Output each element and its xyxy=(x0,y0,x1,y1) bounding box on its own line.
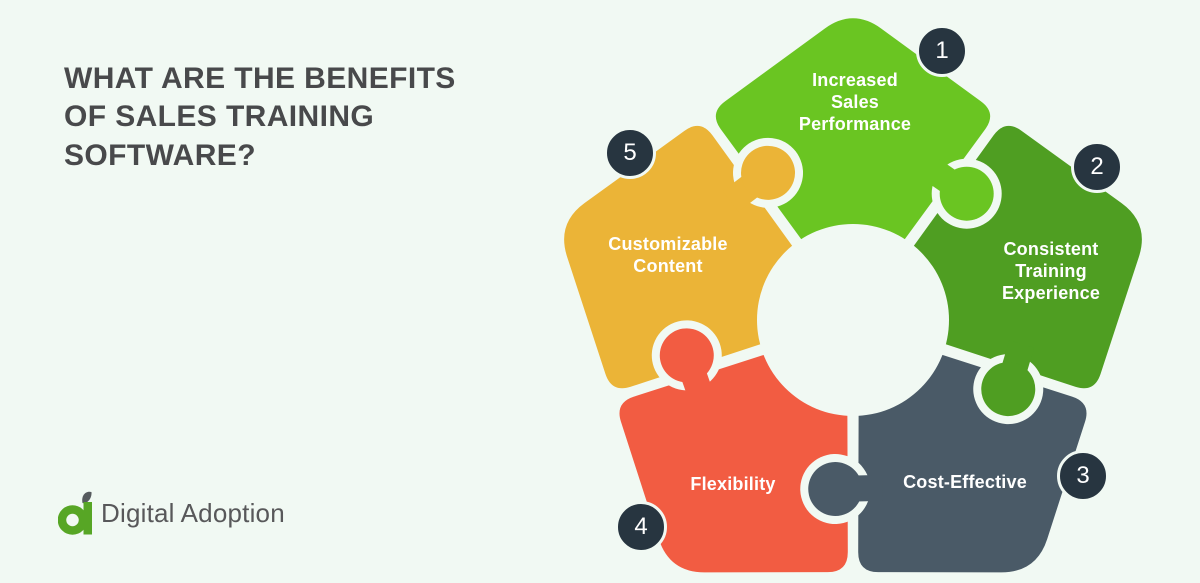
piece-badge-4: 4 xyxy=(615,501,667,553)
puzzle-knob-3 xyxy=(808,462,863,517)
puzzle-knob-5 xyxy=(741,145,796,200)
piece-label-2: Consistent Training Experience xyxy=(1001,239,1101,303)
puzzle-piece-1 xyxy=(715,18,991,310)
piece-badge-1: 1 xyxy=(916,25,968,77)
piece-label-5: Customizable Content xyxy=(608,234,728,276)
badge-number: 4 xyxy=(634,513,648,540)
badge-number: 5 xyxy=(623,139,637,166)
puzzle-knob-4 xyxy=(659,328,714,383)
digital-adoption-logo-icon xyxy=(58,491,92,535)
badge-number: 1 xyxy=(935,37,949,64)
puzzle-knob-1 xyxy=(939,166,994,221)
piece-label-1: Increased Sales Performance xyxy=(798,70,912,134)
piece-label-4: Flexibility xyxy=(690,474,776,495)
piece-label-3: Cost-Effective xyxy=(903,472,1027,493)
badge-number: 2 xyxy=(1090,153,1104,180)
logo-text: Digital Adoption xyxy=(101,497,285,528)
page-title: WHAT ARE THE BENEFITS OF SALES TRAINING … xyxy=(64,62,456,172)
logo-leaf-icon xyxy=(82,491,92,504)
logo-a-stem xyxy=(83,502,92,535)
puzzle-center-circle xyxy=(757,224,949,416)
badge-number: 3 xyxy=(1076,462,1090,489)
piece-badge-3: 3 xyxy=(1057,450,1109,502)
piece-badge-2: 2 xyxy=(1071,141,1123,193)
piece-badge-5: 5 xyxy=(604,127,656,179)
digital-adoption-logo: Digital Adoption xyxy=(58,490,285,536)
puzzle-knob-2 xyxy=(981,362,1036,417)
logo-a-bowl xyxy=(58,505,88,535)
